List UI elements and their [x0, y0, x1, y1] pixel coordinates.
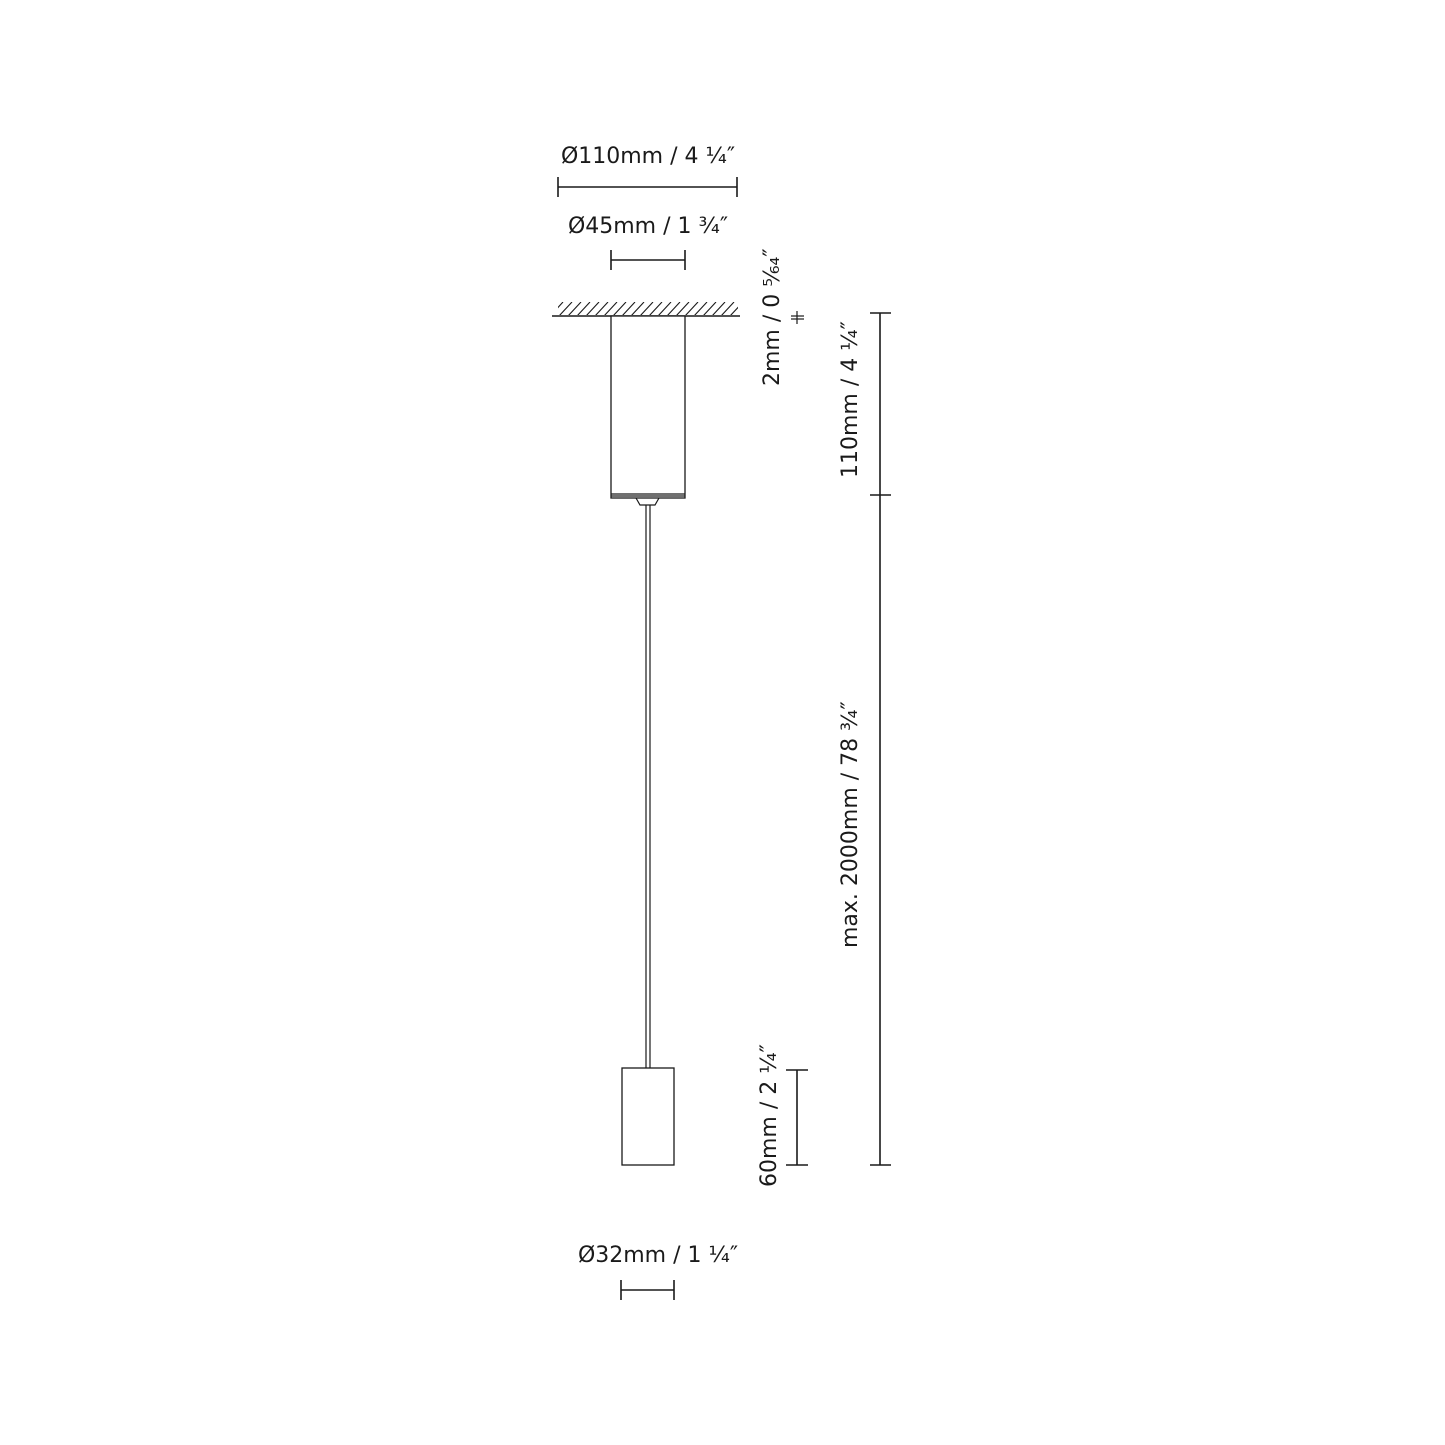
hatch-mark	[721, 302, 735, 315]
canopy-body	[610, 315, 686, 506]
hatch-mark	[676, 302, 690, 315]
ceiling-plate-thickness-label: 2mm / 0 ⁵⁄₆₄″	[760, 248, 785, 386]
hatch-mark	[622, 302, 636, 315]
vertical-dimension-line	[870, 312, 891, 1166]
hatch-mark	[640, 302, 654, 315]
canopy-body-diameter-dimension-line	[610, 250, 686, 270]
ceiling-plate-thickness-marker	[791, 311, 804, 324]
hatch-mark	[730, 306, 738, 315]
pendant-diameter-label: Ø32mm / 1 ¼″	[578, 1243, 738, 1268]
pendant-body	[621, 1067, 675, 1166]
hatch-mark	[577, 302, 591, 315]
hatch-mark	[667, 302, 681, 315]
hatch-mark	[559, 302, 573, 315]
hatch-mark	[685, 302, 699, 315]
ceiling-hatching	[552, 302, 752, 317]
hatch-mark	[658, 302, 672, 315]
hatch-mark	[558, 302, 564, 309]
pendant-diameter-dimension-line	[620, 1280, 675, 1300]
hatch-mark	[712, 302, 726, 315]
hatch-mark	[703, 302, 717, 315]
hatch-mark	[613, 302, 627, 315]
pendant-height-label: 60mm / 2 ¼″	[757, 1044, 782, 1187]
hatch-mark	[694, 302, 708, 315]
hatch-mark	[586, 302, 600, 315]
hatch-mark	[568, 302, 582, 315]
cable-length-label: max. 2000mm / 78 ¾″	[838, 701, 863, 948]
canopy-height-label: 110mm / 4 ¼″	[838, 321, 863, 478]
canopy-body-diameter-label: Ø45mm / 1 ¾″	[568, 214, 728, 239]
hatch-mark	[739, 302, 752, 316]
hatch-mark	[631, 302, 645, 315]
hatch-mark	[595, 302, 609, 315]
hatch-mark	[604, 302, 618, 315]
canopy-diameter-dimension-line	[557, 177, 738, 197]
hatch-mark	[649, 302, 663, 315]
suspension-cable	[645, 505, 651, 1068]
pendant-height-dimension-line	[786, 1069, 808, 1166]
canopy-diameter-label: Ø110mm / 4 ¼″	[561, 144, 735, 169]
